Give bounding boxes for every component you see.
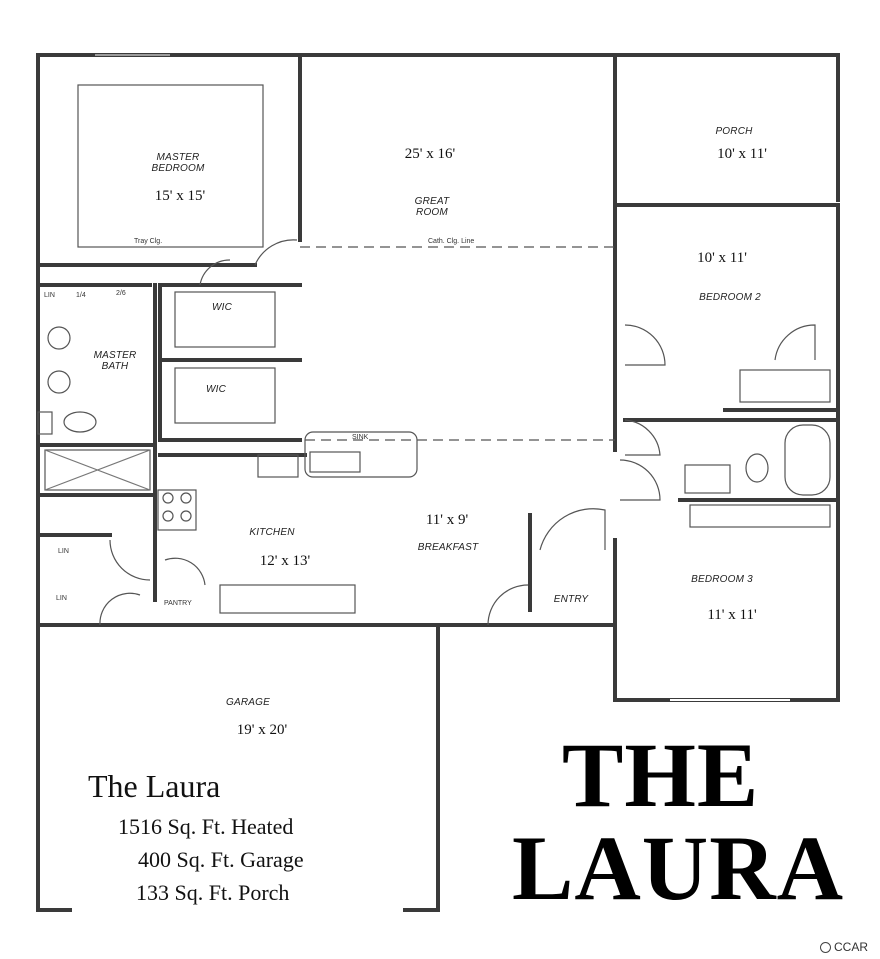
quarter-label: 1/4 bbox=[76, 292, 86, 299]
pantry-shelf bbox=[219, 584, 356, 614]
porch-dims: 10' x 11' bbox=[717, 146, 767, 162]
bedroom3-label: BEDROOM 3 bbox=[691, 574, 753, 585]
toilet-b3 bbox=[745, 453, 769, 483]
breakfast-label: BREAKFAST bbox=[417, 542, 479, 553]
garage-sqft: 400 Sq. Ft. Garage bbox=[138, 847, 304, 872]
tub bbox=[784, 424, 831, 496]
stove bbox=[157, 489, 197, 531]
bed2-closet bbox=[739, 369, 831, 403]
kitchen-dims: 12' x 13' bbox=[259, 553, 311, 569]
great-room-label: GREAT ROOM bbox=[414, 196, 450, 218]
title-line1: THE bbox=[562, 724, 760, 826]
great-room-dims: 25' x 16' bbox=[404, 146, 456, 162]
master-bedroom-label: MASTER BEDROOM bbox=[151, 152, 205, 174]
window-mbr bbox=[95, 54, 170, 59]
door-b2b bbox=[774, 324, 816, 361]
toilet-bowl bbox=[63, 411, 97, 433]
burner4 bbox=[180, 510, 192, 522]
door-bath bbox=[624, 419, 661, 456]
garage-label: GARAGE bbox=[226, 697, 270, 708]
bedroom2-label: BEDROOM 2 bbox=[699, 292, 761, 303]
kitchen-label: KITCHEN bbox=[249, 527, 295, 538]
lin3-label: LIN bbox=[56, 595, 67, 602]
sink-a bbox=[47, 326, 71, 350]
door-great bbox=[254, 239, 298, 266]
bar-counter bbox=[304, 431, 418, 478]
copyright-icon bbox=[820, 941, 831, 953]
wic2-label: WIC bbox=[205, 384, 227, 395]
fridge-space bbox=[257, 454, 299, 478]
wic1-label: WIC bbox=[211, 302, 233, 313]
lin-label: LIN bbox=[44, 292, 55, 299]
door-front bbox=[487, 584, 529, 626]
lin2-label: LIN bbox=[58, 548, 69, 555]
logo-text: CCAR bbox=[834, 940, 869, 954]
shower bbox=[44, 449, 151, 491]
tray-ceiling bbox=[77, 84, 264, 248]
door-size-label: 2/6 bbox=[116, 290, 126, 297]
porch-sqft: 133 Sq. Ft. Porch bbox=[136, 880, 290, 905]
bedroom2-dims: 10' x 11' bbox=[697, 250, 747, 266]
master-bath-label: MASTER BATH bbox=[93, 350, 137, 372]
plan-name: The Laura bbox=[88, 768, 221, 804]
garage-dims: 19' x 20' bbox=[236, 722, 288, 738]
burner2 bbox=[180, 492, 192, 504]
heated-sqft: 1516 Sq. Ft. Heated bbox=[118, 814, 294, 839]
door-entry bbox=[539, 508, 606, 551]
vanity bbox=[684, 464, 731, 494]
ccar-logo: CCAR bbox=[820, 940, 868, 954]
door-wic bbox=[199, 259, 231, 286]
toilet-tank bbox=[37, 411, 53, 435]
door-pantry bbox=[164, 557, 206, 586]
bed3-closet bbox=[689, 504, 831, 528]
burner3 bbox=[162, 510, 174, 522]
wic2-shelf bbox=[174, 367, 276, 424]
porch-label: PORCH bbox=[715, 126, 753, 137]
burner1 bbox=[162, 492, 174, 504]
pantry-label: PANTRY bbox=[164, 600, 192, 607]
sink-b bbox=[47, 370, 71, 394]
master-bedroom-dims: 15' x 15' bbox=[154, 188, 206, 204]
breakfast-dims: 11' x 9' bbox=[425, 512, 469, 528]
cath-ceiling-note: Cath. Clg. Line bbox=[428, 238, 475, 245]
sink-note: SINK bbox=[352, 434, 369, 441]
wic1-shelf bbox=[174, 291, 276, 348]
door-b2 bbox=[624, 324, 666, 366]
door-b3 bbox=[619, 459, 661, 501]
door-kitchen bbox=[109, 539, 151, 581]
kitchen-sink bbox=[309, 451, 361, 473]
entry-label: ENTRY bbox=[553, 594, 589, 605]
door-utility bbox=[99, 592, 141, 626]
bedroom3-dims: 11' x 11' bbox=[707, 607, 757, 623]
tray-ceiling-note: Tray Clg. bbox=[134, 238, 163, 245]
title-line2: LAURA bbox=[512, 817, 845, 919]
